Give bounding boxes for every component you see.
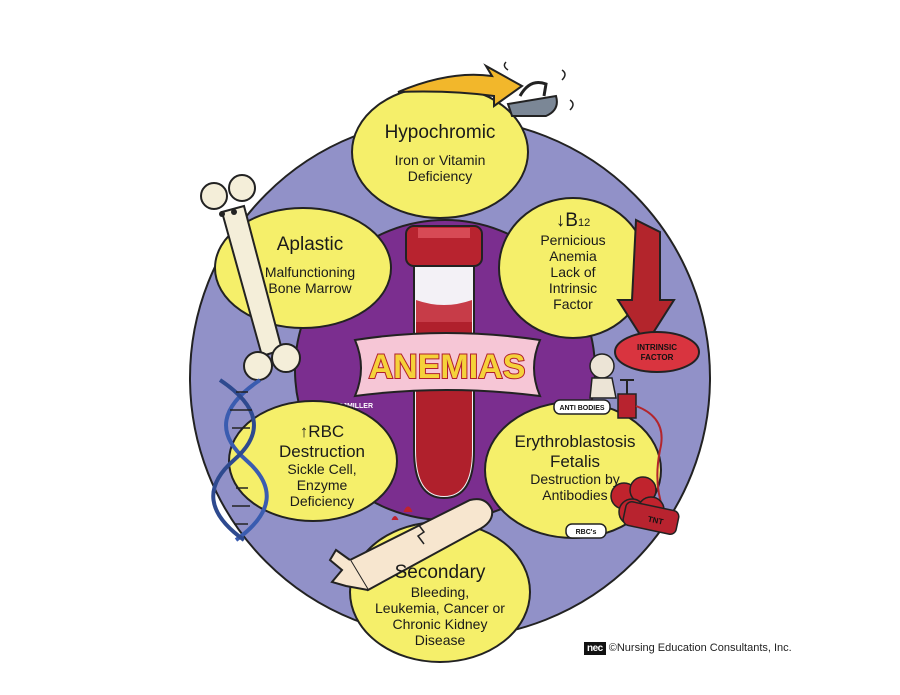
antibodies-figure-icon — [589, 353, 637, 419]
secondary-text: Secondary Bleeding, Leukemia, Cancer or … — [364, 562, 516, 648]
hypochromic-text: Hypochromic Iron or Vitamin Deficiency — [360, 122, 520, 184]
rbc-line-1: Sickle Cell, — [287, 461, 357, 478]
rbc-title-2: Destruction — [279, 441, 365, 461]
hypochromic-title: Hypochromic — [384, 122, 496, 143]
aplastic-line-2: Bone Marrow — [268, 279, 352, 296]
intrinsic-factor-label-2: FACTOR — [641, 353, 674, 362]
b12-text: ↓B12 Pernicious Anemia Lack of Intrinsic… — [510, 210, 636, 312]
erythroblastosis-title-2: Fetalis — [549, 451, 601, 471]
copyright-footer: nec©Nursing Education Consultants, Inc. — [584, 642, 792, 655]
b12-line-2: Anemia — [549, 247, 597, 264]
erythroblastosis-line-2: Antibodies — [542, 487, 608, 504]
secondary-line-4: Disease — [414, 632, 466, 649]
b12-line-5: Factor — [553, 296, 593, 313]
iron-icon — [397, 61, 574, 117]
svg-text:RBC's: RBC's — [576, 529, 597, 536]
svg-text:ANTI BODIES: ANTI BODIES — [559, 405, 604, 412]
b12-line-1: Pernicious — [540, 231, 606, 248]
down-arrow-icon — [616, 218, 676, 346]
svg-text:TNT: TNT — [647, 515, 664, 527]
b12-line-4: Intrinsic — [548, 280, 598, 297]
hypochromic-line-1: Iron or Vitamin — [394, 151, 486, 168]
aplastic-text: Aplastic Malfunctioning Bone Marrow — [240, 234, 380, 296]
hypochromic-line-2: Deficiency — [407, 167, 473, 184]
rbc-title-1: ↑RBC — [299, 422, 345, 441]
rbc-line-2: Enzyme — [296, 477, 348, 494]
anemias-banner: ANEMIAS — [353, 332, 542, 398]
artist-signature: CJMILLER — [338, 403, 373, 410]
dynamite-icon: TNT — [622, 501, 680, 535]
nec-logo: nec — [584, 642, 606, 655]
secondary-line-2: Leukemia, Cancer or — [375, 599, 505, 616]
erythroblastosis-line-1: Destruction by — [530, 471, 620, 488]
rbc-oval — [228, 400, 398, 522]
copyright-text: ©Nursing Education Consultants, Inc. — [608, 642, 792, 654]
bone-icon — [200, 174, 301, 381]
b12-line-3: Lack of — [550, 264, 596, 281]
intrinsic-factor-badge: INTRINSIC FACTOR — [614, 331, 700, 373]
secondary-line-1: Bleeding, — [410, 583, 470, 600]
erythroblastosis-text: Erythroblastosis Fetalis Destruction by … — [500, 432, 650, 503]
rbc-destruction-text: ↑RBC Destruction Sickle Cell, Enzyme Def… — [262, 422, 382, 509]
rbcs-label: RBC's — [565, 523, 607, 539]
b12-title: ↓B12 — [555, 210, 591, 231]
antibodies-label: ANTI BODIES — [553, 399, 611, 415]
aplastic-line-1: Malfunctioning — [264, 263, 356, 280]
secondary-title: Secondary — [394, 562, 486, 583]
erythroblastosis-title-1: Erythroblastosis — [514, 432, 636, 451]
intrinsic-factor-label-1: INTRINSIC — [637, 343, 677, 352]
oval-shapes — [214, 85, 662, 663]
aplastic-title: Aplastic — [276, 234, 344, 255]
bleeding-arm-icon — [328, 498, 494, 592]
secondary-line-3: Chronic Kidney — [392, 616, 488, 633]
anemias-title: ANEMIAS — [369, 348, 526, 386]
dna-helix-icon — [211, 378, 269, 542]
rbc-line-3: Deficiency — [289, 493, 355, 510]
